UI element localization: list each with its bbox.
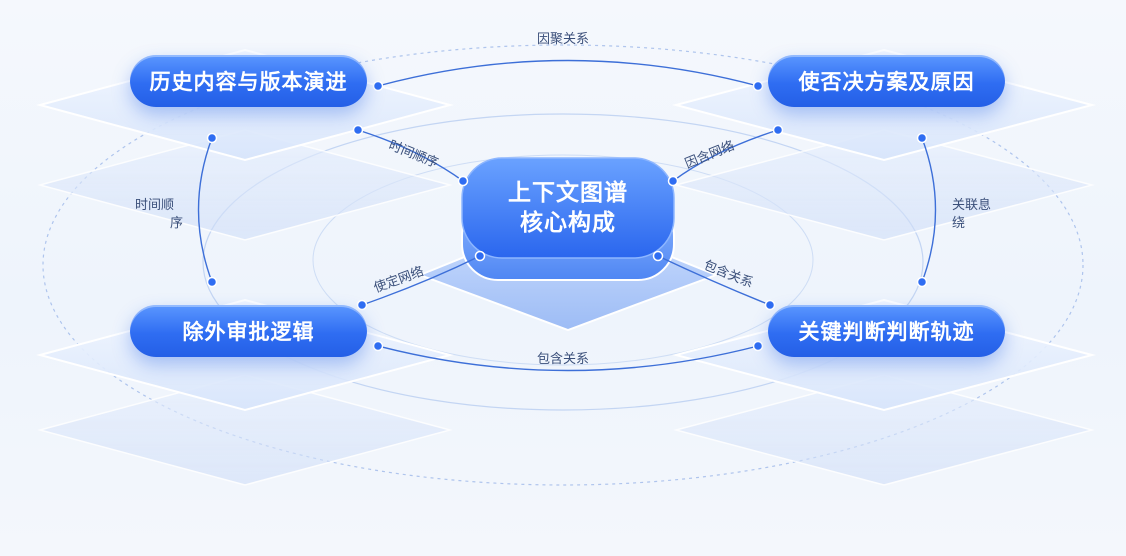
- node-top-left[interactable]: 历史内容与版本演进: [130, 55, 367, 107]
- center-node[interactable]: 上下文图谱 核心构成: [462, 158, 674, 258]
- edge-label-right-vertical-1: 关联息: [952, 198, 991, 214]
- node-top-right[interactable]: 使否决方案及原因: [768, 55, 1005, 107]
- edge-label-left-vertical-2: 序: [170, 216, 183, 232]
- edge-label-right-vertical-2: 绕: [952, 216, 965, 232]
- edge-label-bottom: 包含关系: [537, 352, 589, 368]
- node-bottom-left[interactable]: 除外审批逻辑: [130, 305, 367, 357]
- center-title-line2: 核心构成: [520, 208, 616, 238]
- edge-label-left-vertical-1: 时间顺: [135, 198, 174, 214]
- center-title-line1: 上下文图谱: [508, 178, 628, 208]
- node-bottom-right[interactable]: 关键判断判断轨迹: [768, 305, 1005, 357]
- edge-label-top: 因聚关系: [537, 32, 589, 48]
- edge-top: [378, 61, 758, 87]
